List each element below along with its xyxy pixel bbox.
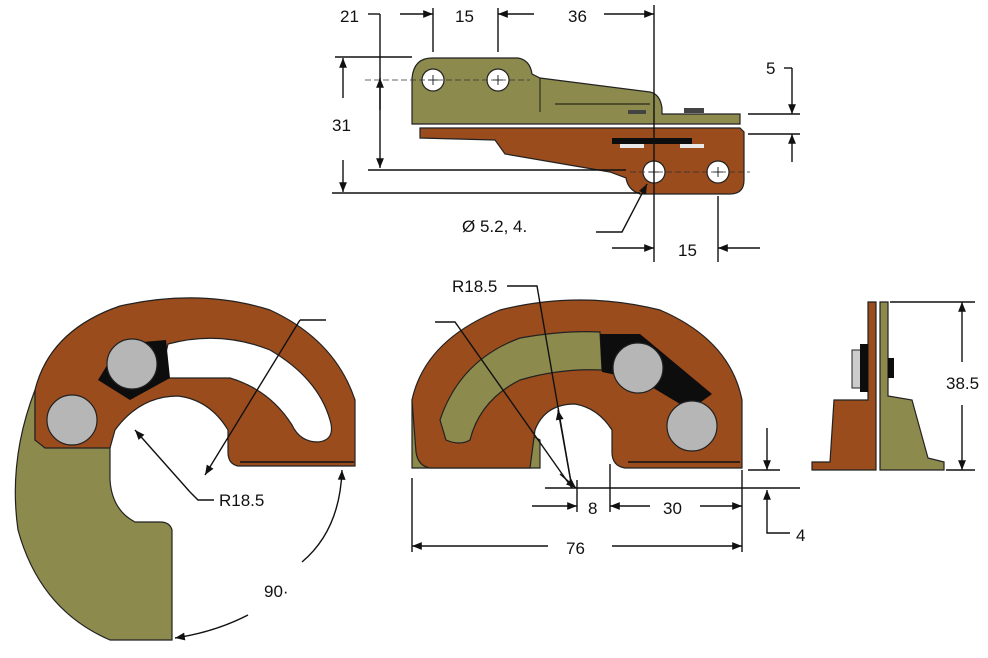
middle-view: R18.5 8 30 4 76	[411, 277, 805, 558]
left-slot	[159, 337, 333, 443]
top-olive-plate	[411, 57, 741, 125]
dim-31: 31	[332, 116, 351, 135]
left-olive-arm	[14, 389, 173, 641]
dim-5: 5	[766, 59, 775, 78]
dim-8: 8	[588, 499, 597, 518]
dim-36: 36	[568, 7, 587, 26]
dim-15-bottom: 15	[678, 241, 697, 260]
dim-38-5: 38.5	[946, 374, 979, 393]
dim-30: 30	[663, 499, 682, 518]
side-view: 38.5	[811, 301, 979, 471]
dim-21: 21	[340, 7, 359, 26]
dim-15-top: 15	[455, 7, 474, 26]
dim-76: 76	[566, 539, 585, 558]
pin-icon	[106, 338, 158, 390]
pin-icon	[666, 400, 718, 452]
top-view: 21 15 36 5 31 Ø 5.2, 4. 15	[332, 5, 800, 262]
middle-radius-label: R18.5	[452, 277, 497, 296]
angle-label: 90·	[264, 582, 289, 601]
left-view: R18.5 90·	[14, 297, 356, 641]
left-brown-body	[34, 297, 356, 467]
left-radius-label: R18.5	[219, 491, 264, 510]
pin-icon	[612, 342, 664, 394]
top-brown-plate	[419, 127, 745, 195]
dim-4: 4	[796, 526, 805, 545]
middle-brown-body	[411, 299, 743, 469]
dim-hole-diameter: Ø 5.2, 4.	[462, 217, 527, 236]
pin-icon	[46, 394, 98, 446]
